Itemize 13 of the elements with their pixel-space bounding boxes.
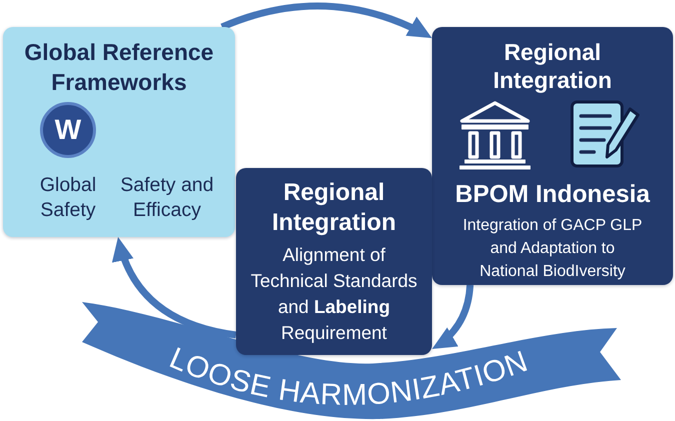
description: Alignment of Technical Standards and Labeling Requirement xyxy=(250,243,418,345)
agency-card xyxy=(432,27,673,285)
arrow xyxy=(430,284,474,352)
card-title: Regional Integration xyxy=(271,178,397,238)
label: Safety and Efficacy xyxy=(119,173,215,223)
label: Global Safety xyxy=(38,173,98,223)
card-heading: BPOM Indonesia xyxy=(454,180,651,210)
arrow xyxy=(113,236,237,338)
card-title: Global Reference Frameworks xyxy=(23,38,215,97)
card-title: Regional Integration xyxy=(492,38,613,94)
framework-card xyxy=(3,27,235,237)
description: Integration of GACP GLP and Adaptation to National BiodIversity xyxy=(462,216,644,282)
letter-badge: W xyxy=(40,102,96,158)
